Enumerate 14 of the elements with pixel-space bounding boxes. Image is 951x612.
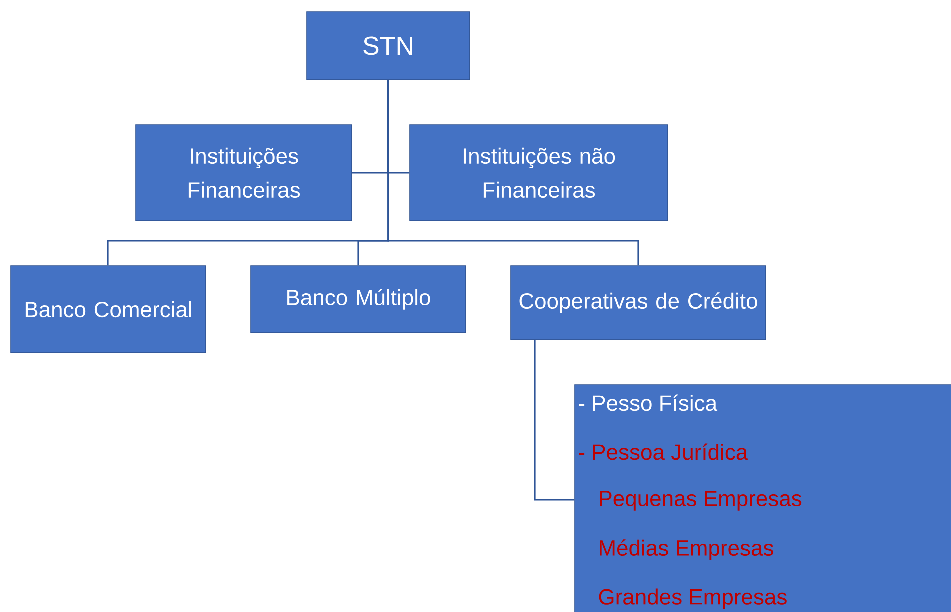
connector-line: [534, 340, 575, 501]
org-box: Banco Múltiplo: [250, 266, 466, 334]
list-item: Pequenas Empresas: [600, 491, 802, 511]
list-item: Médias Empresas: [600, 540, 774, 560]
org-box: Banco Comercial: [10, 266, 206, 354]
org-box: Instituições não Financeiras: [410, 124, 668, 222]
org-box: Instituições Financeiras: [136, 124, 352, 222]
list-item: Grandes Empresas: [599, 588, 787, 610]
list-item: - Pesso Física: [579, 394, 718, 412]
list-box: [574, 384, 951, 612]
org-box: STN: [306, 12, 470, 80]
org-box: Cooperativas de Crédito: [510, 266, 766, 340]
list-item: - Pessoa Jurídica: [579, 444, 748, 460]
connector-line: [388, 80, 640, 266]
